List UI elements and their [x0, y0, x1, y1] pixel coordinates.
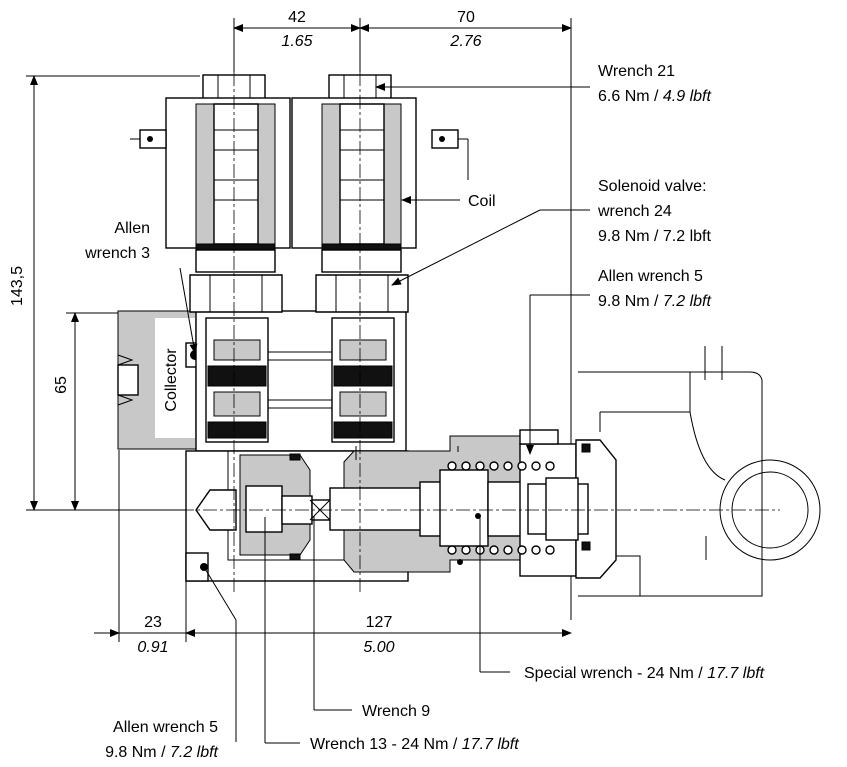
wrench9-label: Wrench 9	[362, 703, 430, 720]
allen5-bottom-torque: 9.8 Nm / 7.2 lbft	[105, 744, 218, 761]
dim-top-left-in: 1.65	[281, 33, 312, 50]
dim-bottom-right-in: 5.00	[363, 639, 394, 656]
dim-bottom-left-in: 0.91	[137, 639, 168, 656]
allen3-label-2: wrench 3	[84, 245, 150, 262]
dim-top-left-mm: 42	[288, 9, 306, 26]
special-wrench-label: Special wrench - 24 Nm / 17.7 lbft	[524, 665, 765, 682]
collector-label: Collector	[163, 348, 180, 412]
allen5-right-torque: 9.8 Nm / 7.2 lbft	[598, 293, 711, 310]
dim-bottom-right-mm: 127	[366, 614, 393, 631]
wrench13-label: Wrench 13 - 24 Nm / 17.7 lbft	[310, 736, 519, 753]
allen5-right-label: Allen wrench 5	[598, 268, 703, 285]
dim-top-right-mm: 70	[457, 9, 475, 26]
solenoid-right	[291, 74, 469, 313]
dim-height-block: 65	[53, 376, 70, 394]
allen5-bottom-label: Allen wrench 5	[113, 719, 218, 736]
solenoid-label-1: Solenoid valve:	[598, 178, 707, 195]
leader-lines	[179, 83, 590, 744]
coil-label: Coil	[468, 193, 496, 210]
dimension-lines	[26, 18, 572, 642]
dim-height-total: 143,5	[9, 266, 26, 306]
relief-valve	[329, 429, 617, 579]
solenoid-label-2: wrench 24	[597, 203, 672, 220]
solenoid-label-3: 9.8 Nm / 7.2 lbft	[598, 228, 711, 245]
collector-block	[117, 310, 203, 450]
wrench21-torque: 6.6 Nm / 4.9 lbft	[598, 88, 711, 105]
spring	[447, 461, 555, 555]
dim-bottom-left-mm: 23	[144, 614, 162, 631]
wrench21-label: Wrench 21	[598, 63, 675, 80]
solenoid-left	[130, 74, 291, 313]
dim-top-right-in: 2.76	[449, 33, 481, 50]
allen3-label-1: Allen	[114, 220, 150, 237]
